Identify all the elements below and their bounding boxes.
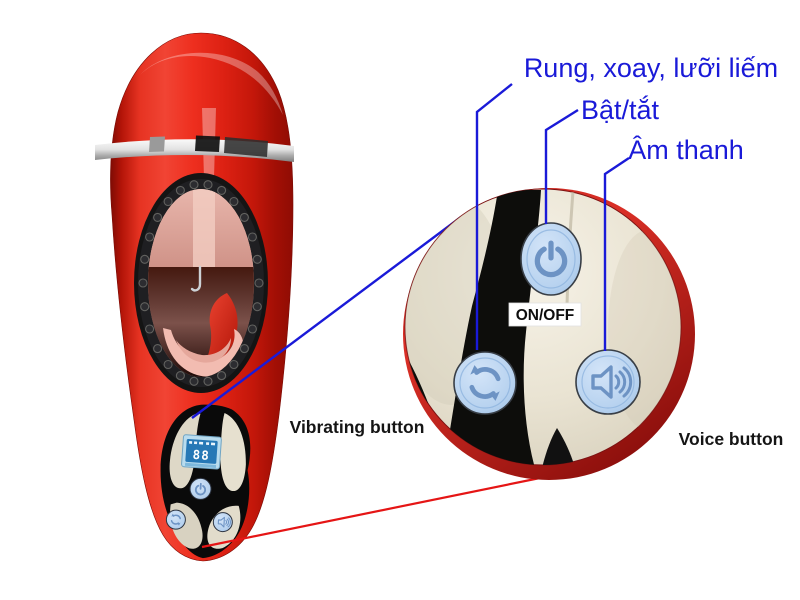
voice-button-caption: Voice button [679,429,784,449]
rhinestone-dot [153,212,163,222]
rhinestone-dot [175,371,185,381]
callout-power-label: Bật/tắt [581,94,660,125]
rhinestone-dot [189,376,199,386]
callout-line-vibrate [475,83,513,350]
inset-power-button [520,222,582,296]
on-off-label: ON/OFF [516,307,575,324]
magnifier-line-blue [191,216,462,419]
callout-sound-label: Âm thanh [628,134,744,165]
device-voice-button [212,512,233,533]
inset-voice-button [575,349,641,415]
rhinestone-dot [247,324,257,334]
rhinestone-dot [163,359,173,370]
vibrating-button-caption: Vibrating button [290,417,425,437]
lcd-display: 88 [181,434,222,470]
rhinestone-dot [229,359,239,370]
rhinestone-dot [229,196,239,207]
panel-face-right [220,413,246,492]
rhinestone-dot [140,302,150,312]
rhinestone-dot [254,278,264,288]
rhinestone-dot [239,344,249,354]
device-photo: 88 [95,32,294,562]
rhinestone-dot [145,232,155,242]
rhinestone-dot [239,212,249,222]
control-panel: 88 [160,404,251,559]
rhinestone-dot [203,376,213,386]
device-gloss-highlight [140,52,283,115]
soft-folds [163,328,244,377]
hook-pin [190,265,202,292]
rhinestone-dot [153,344,163,354]
rhinestone-dot [140,254,150,264]
callout-vibrate-label: Rung, xoay, lưỡi liếm [524,53,778,83]
chrome-band [95,135,294,162]
on-off-badge: ON/OFF [508,302,582,327]
callout-line-power [544,108,579,224]
device-vibrate-button [165,509,186,530]
rhinestone-dot [175,185,185,195]
callout-line-sound [603,157,630,351]
callout-lines [475,83,630,351]
viewing-window [134,173,268,393]
rhinestone-dot [203,180,213,190]
window-rhinestones [138,180,264,386]
rhinestone-dot [247,232,257,242]
rhinestone-dot [145,324,155,334]
rhinestone-dot [217,185,227,195]
soft-folds-inner [176,338,231,363]
rhinestone-dot [163,196,173,207]
rhinestone-dot [252,302,262,312]
tongue [203,293,238,367]
rhinestone-dot [252,254,262,264]
rhinestone-dot [189,180,199,190]
rhinestone-dot [138,278,148,288]
device-power-button [189,477,212,500]
magnifier-line-red [201,476,541,549]
rhinestone-dot [217,371,227,381]
lcd-value: 88 [192,447,210,463]
inset-vibrate-button [453,351,517,415]
